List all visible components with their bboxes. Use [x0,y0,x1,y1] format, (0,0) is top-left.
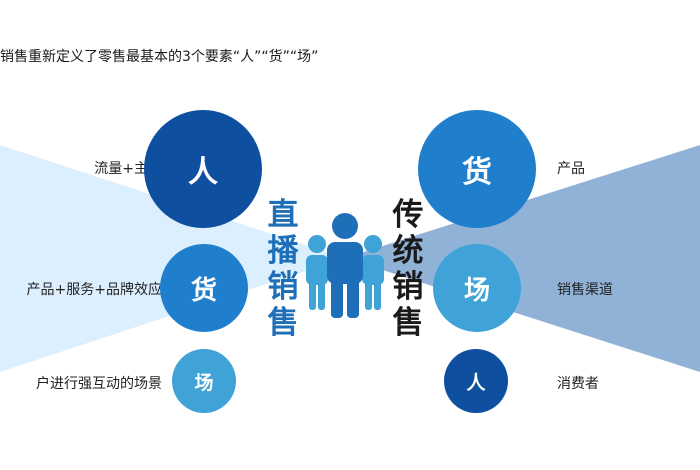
people-group-icon [306,213,384,318]
live-circle-huo: 货 [160,244,248,332]
page-title: 销售重新定义了零售最基本的3个要素“人”“货”“场” [0,49,319,65]
traditional-sales-char-4: 售 [392,305,424,341]
traditional-circle-huo: 货 [418,110,536,228]
live-sales-char-4: 售 [267,305,299,341]
traditional-sales-char-1: 传 [392,197,424,233]
traditional-item-3-description: 消费者 [557,376,599,392]
live-sales-char-2: 播 [267,233,299,269]
traditional-sales-title: 传 统 销 售 [388,197,428,341]
traditional-sales-char-2: 统 [392,233,424,269]
right-wedge [345,145,700,372]
traditional-circle-ren: 人 [444,349,508,413]
traditional-item-2-description: 销售渠道 [557,282,613,298]
live-sales-title: 直 播 销 售 [263,197,303,341]
traditional-item-1-description: 产品 [557,161,585,177]
live-circle-chang: 场 [172,349,236,413]
live-sales-char-3: 销 [267,269,299,305]
live-item-3-description: 户进行强互动的场景 [36,376,162,392]
live-item-2-description: 产品+服务+品牌效应 [26,282,162,298]
traditional-sales-char-3: 销 [392,269,424,305]
live-circle-ren: 人 [144,110,262,228]
live-sales-char-1: 直 [267,197,299,233]
traditional-circle-chang: 场 [433,244,521,332]
